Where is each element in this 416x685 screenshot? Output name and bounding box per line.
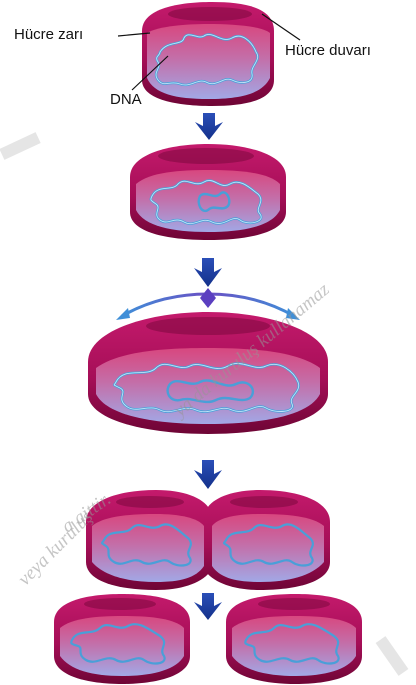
- daughter-cell-right: [226, 594, 362, 684]
- cell-top-shadow: [258, 598, 330, 610]
- cell-top-shadow: [168, 7, 252, 21]
- elongation-left-arrowhead: [116, 308, 130, 320]
- down-arrow-1: [195, 113, 223, 140]
- cell-stage-1: [142, 2, 274, 106]
- cell-stage-4: [86, 490, 330, 590]
- daughter-cell-left: [54, 594, 190, 684]
- elongation-center-diamond: [200, 288, 216, 308]
- cell-stage-2: [130, 144, 286, 240]
- cell-top-shadow: [230, 496, 298, 508]
- down-arrow-4: [194, 593, 222, 620]
- label-cell-membrane: Hücre zarı: [14, 26, 83, 43]
- cell-top-shadow: [146, 317, 270, 335]
- cell-top-shadow: [84, 598, 156, 610]
- cell-interior: [136, 170, 280, 232]
- down-arrow-2: [194, 258, 222, 287]
- down-arrow-3: [194, 460, 222, 489]
- label-cell-wall: Hücre duvarı: [285, 42, 371, 59]
- cell-top-shadow: [158, 148, 254, 164]
- cell-top-shadow: [116, 496, 184, 508]
- label-dna: DNA: [110, 91, 142, 108]
